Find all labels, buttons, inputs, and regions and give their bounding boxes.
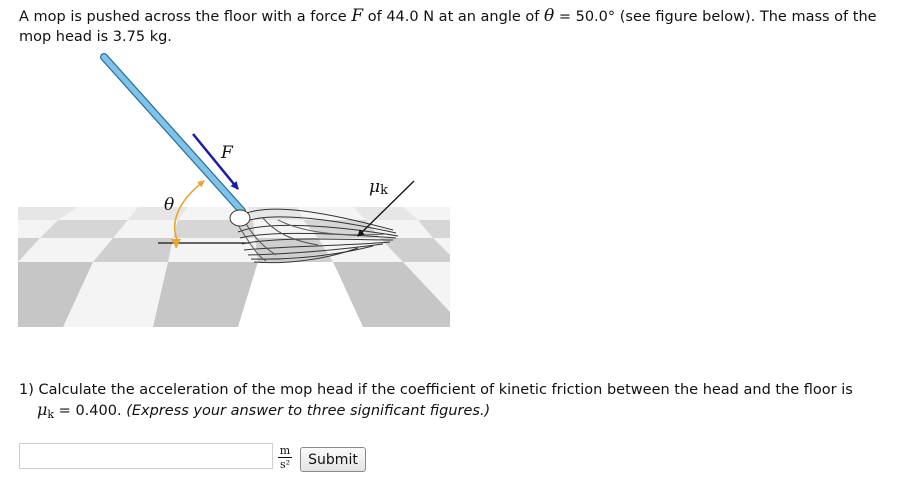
- submit-button[interactable]: Submit: [300, 447, 366, 472]
- force-arrow: [192, 133, 239, 190]
- force-symbol: F: [351, 6, 364, 26]
- unit-numerator: m: [278, 444, 292, 458]
- question-1: 1) Calculate the acceleration of the mop…: [19, 380, 889, 425]
- problem-text-2: of 44.0 N at an angle of: [363, 9, 544, 25]
- mop-head: [229, 208, 399, 264]
- angle-label: θ: [164, 195, 174, 215]
- question-text: 1) Calculate the acceleration of the mop…: [19, 382, 853, 398]
- angle-symbol: θ: [543, 6, 555, 26]
- angle-arc: [173, 180, 205, 243]
- unit-label: m s²: [278, 445, 292, 470]
- problem-text-3: = 50.0° (see figure below). The mass of …: [19, 9, 877, 45]
- problem-text-1: A mop is pushed across the floor with a …: [19, 9, 352, 25]
- mu-k-label: μk: [369, 177, 388, 198]
- mu-symbol-figure: μ: [369, 177, 380, 197]
- force-label: F: [220, 143, 234, 163]
- instruction-text: (Express your answer to three significan…: [126, 403, 491, 419]
- question-line-2: μk = 0.400. (Express your answer to thre…: [19, 400, 889, 425]
- mop-figure: F θ μk: [18, 53, 450, 327]
- mu-symbol: μ: [37, 400, 48, 419]
- mu-subscript-figure: k: [380, 183, 388, 198]
- problem-statement: A mop is pushed across the floor with a …: [19, 6, 889, 47]
- mu-subscript: k: [47, 408, 55, 421]
- friction-arrow: [357, 180, 415, 237]
- unit-denominator: s²: [279, 458, 291, 471]
- answer-input[interactable]: [19, 443, 273, 469]
- mu-value: = 0.400.: [54, 403, 127, 419]
- checkered-floor: [18, 207, 450, 327]
